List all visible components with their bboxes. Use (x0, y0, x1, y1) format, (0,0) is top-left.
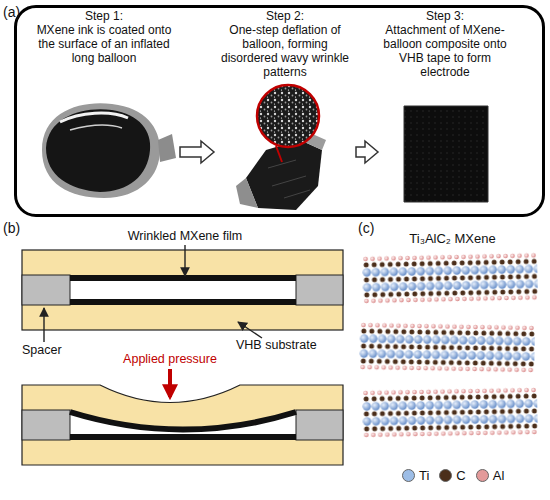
panel-tag: (a) (3, 4, 20, 20)
annotation-label: Ti₃AlC₂ MXene (365, 231, 540, 246)
step-heading: Step 3: (378, 9, 512, 23)
panel-tag: (c) (358, 221, 388, 236)
annotation-label: Spacer (22, 343, 82, 358)
annotation-label: Wrinkled MXene film (100, 229, 270, 244)
legend-text: Al (493, 468, 505, 483)
deflated-balloon (236, 85, 326, 210)
panel-tag: (b) (3, 221, 33, 236)
leader-line (43, 308, 44, 342)
atom-legend: Ti C Al (402, 468, 504, 483)
legend-item: Al (476, 468, 505, 483)
step-box: Step 2:One-step deflation of balloon, fo… (214, 9, 356, 209)
coated-balloon (42, 103, 176, 198)
legend-swatch (439, 469, 452, 482)
leader-line (238, 322, 262, 338)
legend-text: C (456, 468, 465, 483)
crystal-structure (359, 252, 538, 438)
process-arrow (180, 141, 214, 163)
legend-swatch (476, 469, 489, 482)
legend-item: C (439, 468, 465, 483)
annotation-label: Applied pressure (100, 352, 240, 367)
step-heading: Step 2: (214, 9, 356, 23)
step-description: MXene ink is coated onto the surface of … (28, 23, 180, 65)
leader-line (184, 245, 185, 276)
step-description: Attachment of MXene-balloon composite on… (378, 23, 512, 79)
step-box: Step 1:MXene ink is coated onto the surf… (28, 9, 180, 209)
legend-item: Ti (402, 468, 429, 483)
pressure-arrow (168, 369, 172, 397)
legend-swatch (402, 469, 415, 482)
sensor-cross-section (22, 250, 343, 330)
step-heading: Step 1: (28, 9, 180, 23)
process-arrow (356, 141, 378, 163)
panel-frame: (a)Step 1:MXene ink is coated onto the s… (14, 5, 545, 217)
step-box: Step 3:Attachment of MXene-balloon compo… (378, 9, 512, 209)
pressed-cross-section (22, 385, 343, 465)
annotation-label: VHB substrate (236, 338, 348, 353)
electrode-sheet (404, 106, 488, 202)
step-description: One-step deflation of balloon, forming d… (214, 23, 356, 79)
legend-text: Ti (419, 468, 429, 483)
